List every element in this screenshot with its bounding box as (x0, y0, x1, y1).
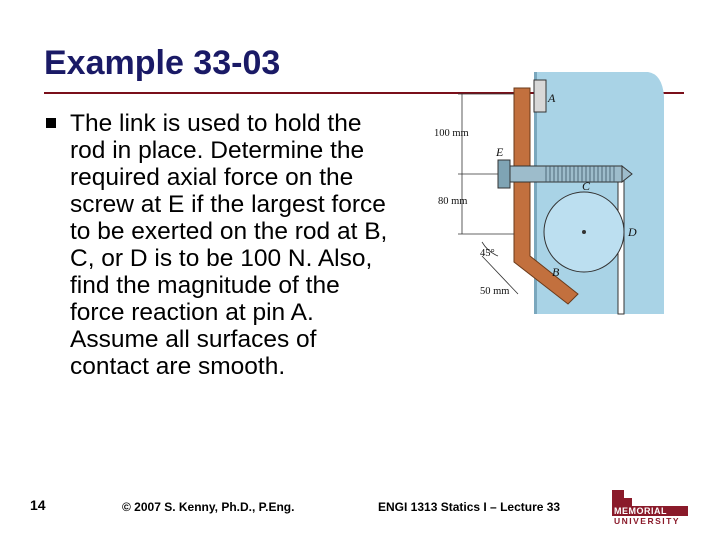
bullet-square-icon (46, 118, 56, 128)
svg-text:MEMORIAL: MEMORIAL (614, 506, 667, 516)
memorial-university-logo: MEMORIAL UNIVERSITY (612, 490, 688, 524)
dim-45deg: 45° (480, 248, 495, 259)
label-c: C (582, 179, 591, 193)
dim-50mm: 50 mm (480, 286, 509, 297)
problem-statement: The link is used to hold the rod in plac… (70, 110, 388, 380)
dim-80mm: 80 mm (438, 196, 467, 207)
footer-copyright: © 2007 S. Kenny, Ph.D., P.Eng. (122, 500, 295, 514)
dim-100mm: 100 mm (434, 128, 469, 139)
title-divider (44, 92, 684, 94)
label-a: A (547, 91, 556, 105)
pin-bracket-a (533, 79, 547, 113)
label-d: D (627, 225, 637, 239)
slide-title: Example 33-03 (44, 44, 281, 82)
screw-head-e (497, 159, 511, 189)
label-e: E (495, 145, 504, 159)
svg-text:UNIVERSITY: UNIVERSITY (614, 516, 680, 524)
label-b: B (552, 265, 560, 279)
link-rod-figure: A E C D B 100 mm 80 mm 45° 50 mm (434, 72, 664, 315)
slide-number: 14 (30, 497, 46, 513)
footer-course: ENGI 1313 Statics I – Lecture 33 (378, 500, 561, 514)
wall-edge (534, 72, 537, 314)
link-member (513, 87, 579, 305)
